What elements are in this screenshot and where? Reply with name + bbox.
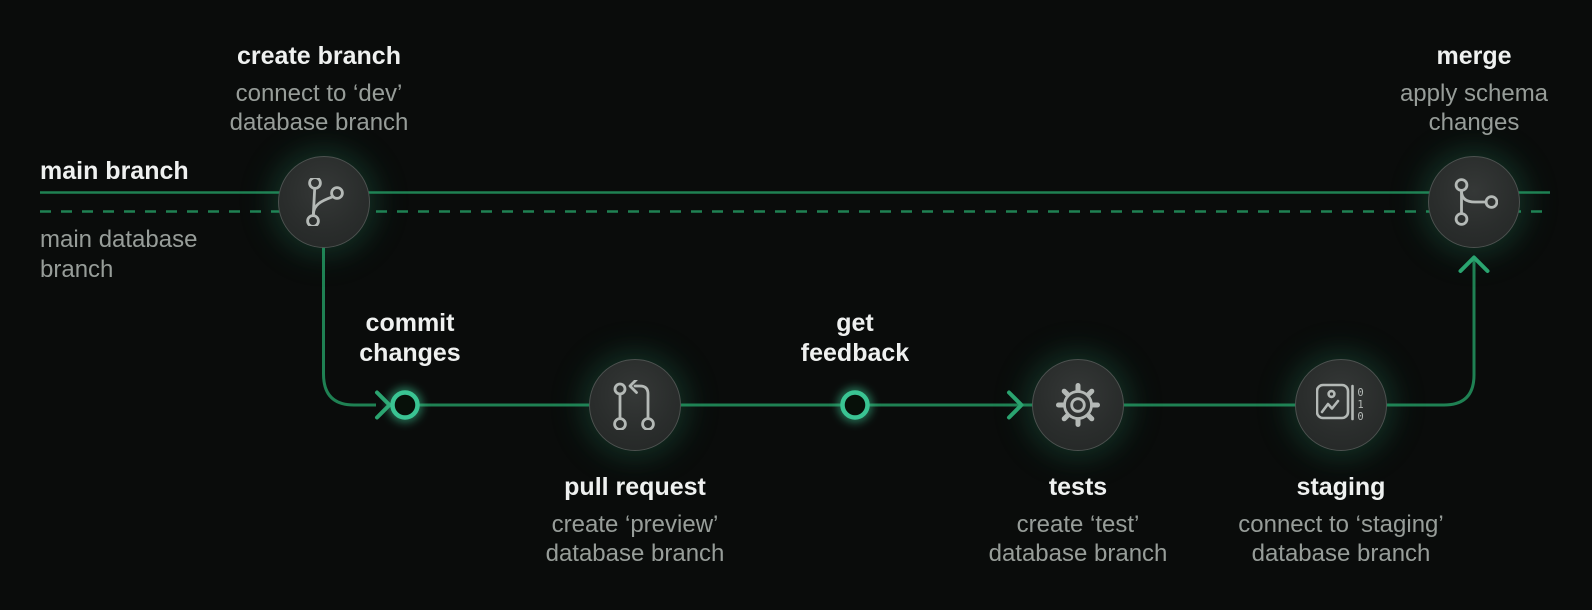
merge-title: merge bbox=[1436, 42, 1512, 70]
node-tests bbox=[1032, 359, 1124, 451]
arrow-up-merge bbox=[1458, 255, 1490, 273]
commit-changes-title: commit changes bbox=[359, 309, 461, 367]
dev-branch-line bbox=[407, 260, 1476, 407]
label-tests: tests create ‘test’ database branch bbox=[943, 471, 1213, 568]
main-branch-title: main branch bbox=[40, 157, 189, 185]
create-branch-title: create branch bbox=[237, 42, 401, 70]
label-staging: staging connect to ‘staging’ database br… bbox=[1201, 471, 1481, 568]
label-main-branch: main branch bbox=[40, 155, 189, 187]
label-create-branch: create branch connect to ‘dev’ database … bbox=[189, 40, 449, 137]
node-pull-request bbox=[589, 359, 681, 451]
pull-request-subtitle: create ‘preview’ database branch bbox=[545, 511, 725, 567]
svg-text:0: 0 bbox=[1357, 387, 1363, 399]
label-merge: merge apply schema changes bbox=[1344, 40, 1592, 137]
data-binary-icon: 0 1 0 bbox=[1316, 380, 1366, 430]
label-commit-changes: commit changes bbox=[300, 308, 520, 368]
create-branch-curve bbox=[322, 247, 376, 407]
tests-subtitle: create ‘test’ database branch bbox=[988, 511, 1168, 567]
label-main-database-branch: main database branch bbox=[40, 225, 197, 285]
arrow-right-commit bbox=[375, 390, 392, 420]
label-get-feedback: get feedback bbox=[745, 308, 965, 368]
staging-title: staging bbox=[1296, 473, 1386, 501]
tests-title: tests bbox=[1048, 473, 1108, 501]
svg-text:1: 1 bbox=[1357, 399, 1363, 411]
git-branch-icon bbox=[300, 178, 348, 226]
git-merge-icon bbox=[1450, 178, 1498, 226]
staging-subtitle: connect to ‘staging’ database branch bbox=[1238, 511, 1444, 567]
git-pull-request-icon bbox=[610, 380, 660, 430]
arrow-right-tests bbox=[1007, 390, 1024, 420]
feedback-point-ring bbox=[838, 388, 872, 422]
node-merge bbox=[1428, 156, 1520, 248]
gear-icon bbox=[1053, 380, 1103, 430]
node-staging: 0 1 0 bbox=[1295, 359, 1387, 451]
main-database-branch-text: main database branch bbox=[40, 226, 198, 283]
get-feedback-title: get feedback bbox=[800, 309, 910, 367]
commit-point-ring bbox=[388, 388, 422, 422]
create-branch-subtitle: connect to ‘dev’ database branch bbox=[229, 80, 409, 136]
label-pull-request: pull request create ‘preview’ database b… bbox=[500, 471, 770, 568]
merge-subtitle: apply schema changes bbox=[1399, 80, 1549, 136]
pull-request-title: pull request bbox=[564, 473, 706, 501]
svg-text:0: 0 bbox=[1357, 411, 1363, 423]
node-create-branch bbox=[278, 156, 370, 248]
